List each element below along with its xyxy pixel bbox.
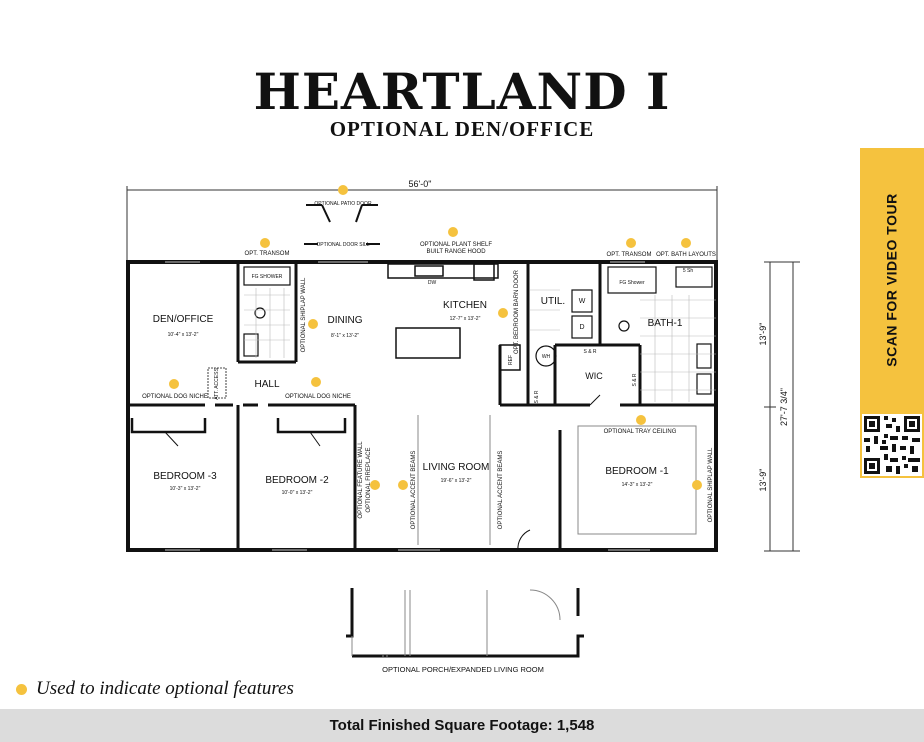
floor-plan: 56'-0" 27'-7 3/4" 13'-9" 13'-9" OPTIONAL…: [126, 179, 800, 674]
fixture-fg-shower-left: FG SHOWER: [252, 274, 283, 280]
opt-dog-niche-den-label: OPTIONAL DOG NICHE: [142, 394, 208, 400]
fixture-dryer: D: [579, 324, 584, 331]
dim-depth-lower: 13'-9": [758, 469, 768, 492]
room-wic: WIC: [585, 371, 603, 381]
room-living: LIVING ROOM: [423, 462, 490, 473]
opt-transom-right-label: OPT. TRANSOM: [607, 252, 652, 258]
opt-shiplap-bed1-label: OPTIONAL SHIPLAP WALL: [708, 447, 714, 522]
option-marker: [448, 227, 458, 237]
fixture-5sh: 5 Sh: [683, 268, 694, 274]
option-marker: [370, 480, 380, 490]
qr-code-icon[interactable]: [860, 412, 924, 478]
option-marker: [308, 319, 318, 329]
footer-bar: Total Finished Square Footage: 1,548: [0, 709, 924, 742]
opt-patio-door-label: OPTIONAL PATIO DOOR: [314, 201, 372, 207]
room-bedroom-2: BEDROOM -2: [265, 475, 329, 486]
room-den-office: DEN/OFFICE: [153, 314, 214, 325]
room-dining: DINING: [328, 315, 363, 326]
fixture-fg-shower-right: FG Shower: [619, 280, 645, 286]
option-marker: [260, 238, 270, 248]
plan-title: HEARTLAND I: [253, 62, 671, 121]
fixture-sr-3: S & R: [534, 390, 540, 403]
room-bedroom-3: BEDROOM -3: [153, 471, 217, 482]
room-hall: HALL: [254, 379, 279, 390]
fixture-washer: W: [579, 298, 586, 305]
room-bath-1: BATH-1: [648, 318, 683, 329]
opt-fireplace-label: OPTIONAL FIREPLACE: [366, 447, 372, 512]
fixture-ref: REF: [508, 355, 514, 365]
fixture-attic-access: ATT. ACCESS: [214, 368, 220, 400]
opt-door-sill-label: OPTIONAL DOOR SILL: [316, 242, 369, 248]
room-bedroom-1: BEDROOM -1: [605, 466, 669, 477]
opt-porch-label: OPTIONAL PORCH/EXPANDED LIVING ROOM: [382, 665, 544, 674]
option-marker: [169, 379, 179, 389]
video-tour-banner[interactable]: [860, 148, 924, 412]
total-square-footage: Total Finished Square Footage: 1,548: [329, 717, 595, 734]
option-marker: [398, 480, 408, 490]
room-dining-size: 8'-1" x 13'-2": [331, 333, 359, 339]
opt-accent-beams-right-label: OPTIONAL ACCENT BEAMS: [498, 451, 504, 530]
room-den-size: 10'-4" x 13'-2": [168, 332, 199, 338]
fixture-sr-2: S & R: [632, 373, 638, 386]
dim-overall-depth: 27'-7 3/4": [779, 388, 789, 426]
dim-overall-width: 56'-0": [409, 179, 432, 189]
fixture-dw: DW: [428, 280, 437, 286]
opt-dog-niche-hall-label: OPTIONAL DOG NICHE: [285, 394, 351, 400]
opt-shiplap-bath-label: OPTIONAL SHIPLAP WALL: [301, 277, 307, 352]
opt-barn-door-label: OPT. BEDROOM BARN DOOR: [514, 269, 520, 354]
opt-tray-ceiling-label: OPTIONAL TRAY CEILING: [604, 429, 677, 435]
opt-transom-left-label: OPT. TRANSOM: [245, 251, 290, 257]
plan-subtitle: OPTIONAL DEN/OFFICE: [329, 117, 595, 141]
option-marker: [311, 377, 321, 387]
room-bedroom-1-size: 14'-3" x 13'-2": [622, 482, 653, 488]
legend-dot-icon: [16, 683, 27, 695]
room-util: UTIL.: [541, 296, 565, 307]
opt-bath-layouts-label: OPT. BATH LAYOUTS: [656, 252, 716, 258]
room-kitchen: KITCHEN: [443, 300, 487, 311]
video-tour-label[interactable]: SCAN FOR VIDEO TOUR: [884, 193, 900, 367]
option-marker: [681, 238, 691, 248]
option-marker: [626, 238, 636, 248]
opt-feature-wall-label: OPTIONAL FEATURE WALL: [358, 441, 364, 519]
opt-range-hood-label: BUILT RANGE HOOD: [426, 249, 486, 255]
fixture-wh: WH: [542, 354, 551, 360]
video-tour-label-wrap[interactable]: SCAN FOR VIDEO TOUR: [860, 148, 924, 412]
option-marker: [498, 308, 508, 318]
room-bedroom-2-size: 10'-0" x 13'-2": [282, 490, 313, 496]
room-bedroom-3-size: 10'-3" x 13'-2": [170, 486, 201, 492]
option-marker: [636, 415, 646, 425]
option-marker: [692, 480, 702, 490]
room-living-size: 19'-6" x 13'-2": [441, 478, 472, 484]
fixture-sr-1: S & R: [583, 349, 596, 355]
opt-plant-ledge-label: OPTIONAL PLANT SHELF: [420, 242, 492, 248]
option-marker: [338, 185, 348, 195]
room-kitchen-size: 12'-7" x 13'-2": [450, 316, 481, 322]
legend-text: Used to indicate optional features: [36, 678, 294, 699]
dim-depth-upper: 13'-9": [758, 323, 768, 346]
opt-accent-beams-left-label: OPTIONAL ACCENT BEAMS: [411, 451, 417, 530]
legend: Used to indicate optional features: [16, 678, 294, 700]
